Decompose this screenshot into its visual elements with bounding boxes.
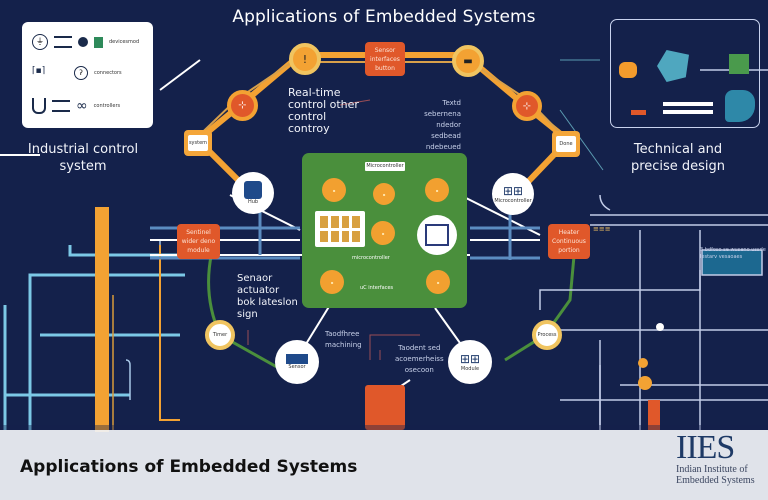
network-icon: ⌈▪⌉: [32, 66, 46, 76]
system-tag[interactable]: system: [184, 130, 212, 156]
timer-node[interactable]: Timer: [205, 320, 235, 350]
legend-text: connectors: [94, 70, 122, 76]
board-chip[interactable]: ▪: [322, 178, 346, 202]
board-tag: Microcontroller: [365, 162, 405, 171]
system-tag-label: system: [188, 135, 208, 151]
industrial-control-label: Industrial control system: [27, 142, 139, 174]
memory-grid: [315, 211, 365, 247]
right-detail-label: ≡≡≡: [593, 225, 611, 233]
footer-banner: Applications of Embedded Systems: [0, 430, 768, 500]
gauge-icon: ⊹: [522, 100, 532, 112]
orange-chip-icon: [619, 62, 637, 78]
cpu-icon: [425, 224, 449, 246]
green-square-icon: [94, 36, 103, 48]
legend-text: controllers: [93, 103, 121, 109]
circuit-board-icon: [729, 54, 749, 74]
gauge-node-right[interactable]: ⊹: [512, 91, 542, 121]
chip-icon: ⊞⊞: [502, 184, 524, 198]
module-node[interactable]: ⊞⊞ Module: [448, 340, 492, 384]
done-tag-label: Done: [556, 136, 576, 152]
realtime-control-label: Real-time control other control controy: [288, 86, 359, 135]
logo-line-1: Indian Institute of: [676, 464, 748, 475]
sensor-actuator-label: Senaor actuator bok lateslon sign: [237, 273, 298, 320]
menu-lines-icon: [54, 36, 72, 48]
alert-icon: !: [302, 52, 308, 66]
gauge-icon: ⊹: [238, 100, 247, 111]
status-bar-white: [663, 110, 713, 114]
ear-icon: ʔ: [74, 66, 88, 80]
server-icon: [244, 181, 262, 199]
top-module-box[interactable]: Sensor interfaces button: [365, 42, 405, 76]
cpu-node[interactable]: [417, 215, 457, 255]
board-chip[interactable]: ▪: [371, 221, 395, 245]
microcontroller-node-label: Microcontroller: [494, 198, 532, 204]
legend-text: devicesmod: [109, 39, 140, 45]
technical-design-label: Technical and precise design: [630, 142, 726, 174]
process-node-label: Process: [537, 332, 557, 338]
processor-icon: [657, 50, 689, 82]
board-chip[interactable]: ▪: [320, 270, 344, 294]
machining-caption: Taodfhree machining: [325, 330, 362, 349]
status-bar-red: [631, 110, 646, 115]
legend-row: ∞ controllers: [32, 98, 120, 114]
right-module-box[interactable]: Heater Continuous portion: [548, 224, 590, 259]
board-center-caption: microcontroller: [352, 255, 390, 261]
chip-icon: ⊞⊞: [459, 352, 481, 366]
legend-row: ⏚ devicesmod: [32, 34, 139, 50]
timer-node-label: Timer: [212, 332, 228, 338]
left-module-box[interactable]: Sentinel wider deno module: [177, 224, 220, 259]
done-tag[interactable]: Done: [552, 131, 580, 157]
sensor-node-label: Sensor: [288, 364, 306, 370]
gauge-node-left[interactable]: ⊹: [227, 90, 258, 121]
hub-node[interactable]: Hub: [232, 172, 274, 214]
board-chip[interactable]: ▪: [426, 270, 450, 294]
display-node[interactable]: ▬: [452, 45, 484, 77]
status-bar-white: [663, 102, 713, 106]
infinity-icon: ∞: [76, 98, 88, 114]
page-title: Applications of Embedded Systems: [232, 7, 536, 27]
plus-circle-icon: [78, 37, 88, 47]
gauge-icon: ⏚: [32, 34, 48, 50]
microcontroller-board: Microcontroller ▪ ▪ ▪ ▪ microcontroller …: [302, 153, 467, 308]
process-node[interactable]: Process: [532, 320, 562, 350]
board-bottom-caption: uC interfaces: [360, 285, 394, 291]
alert-node[interactable]: !: [289, 43, 321, 75]
board-chip[interactable]: ▪: [373, 183, 395, 205]
device-icon: [725, 90, 755, 122]
magnet-icon: [32, 98, 46, 114]
sensor-node[interactable]: Sensor: [275, 340, 319, 384]
hub-node-label: Hub: [247, 199, 259, 205]
panel-icon: [286, 354, 308, 364]
microcontroller-node[interactable]: ⊞⊞ Microcontroller: [492, 173, 534, 215]
menu-lines-icon: [52, 100, 70, 112]
board-chip[interactable]: ▪: [425, 178, 449, 202]
orange-column: [95, 207, 109, 432]
footer-title: Applications of Embedded Systems: [20, 457, 358, 477]
technical-design-card: [610, 19, 760, 128]
module-node-label: Module: [460, 366, 480, 372]
legend-row: ⌈▪⌉ ʔ connectors: [32, 66, 122, 80]
display-icon: ▬: [463, 55, 473, 67]
symbol-legend-card: ⏚ devicesmod ⌈▪⌉ ʔ connectors ∞ controll…: [22, 22, 153, 128]
iies-logo[interactable]: IIES Indian Institute of Embedded System…: [676, 429, 768, 500]
right-mid-caption: 3 bdfoso se wuseno ussde lestarv vesaoae…: [700, 247, 766, 260]
logo-line-2: Embedded Systems: [676, 475, 755, 486]
bottom-center-caption: Taodent sed acoemerheiss osecoon: [395, 344, 444, 374]
logo-mark: IIES: [676, 429, 735, 466]
